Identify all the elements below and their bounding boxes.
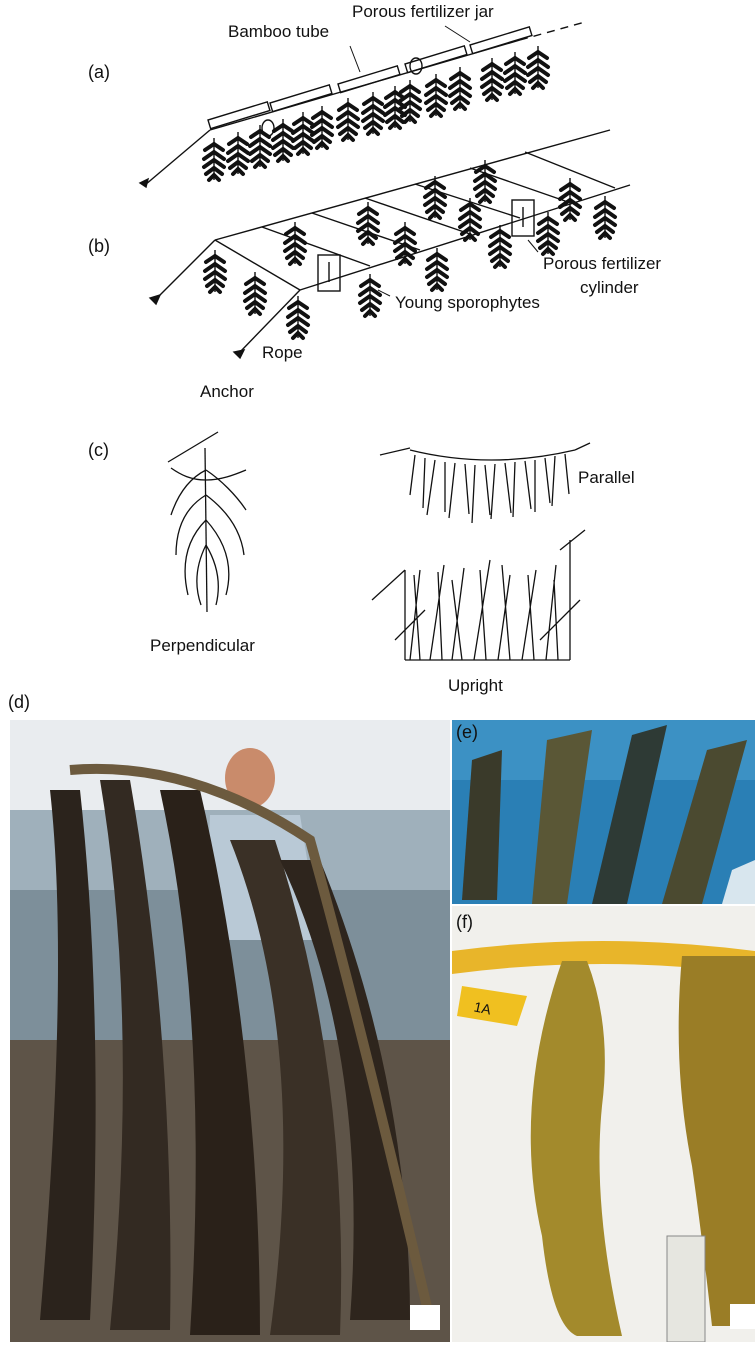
upright-label: Upright <box>448 676 503 696</box>
parallel-label: Parallel <box>578 468 635 488</box>
panel-c-letter: (c) <box>88 440 109 460</box>
kelp-harvest-photo <box>10 720 450 1342</box>
panel-e-letter: (e) <box>456 722 478 743</box>
submerged-kelp-photo: (e) <box>452 720 755 904</box>
bamboo-tube-label: Bamboo tube <box>228 22 329 42</box>
parallel-sketch <box>380 443 590 523</box>
panel-a-letter: (a) <box>88 62 110 82</box>
fertilizer-cylinder-label-2: cylinder <box>580 278 639 298</box>
scale-marker <box>410 1305 440 1330</box>
perpendicular-sketch <box>168 432 246 612</box>
anchor-label: Anchor <box>200 382 254 402</box>
seedlings-a <box>204 46 548 180</box>
scale-marker <box>730 1304 755 1329</box>
culture-methods-diagram <box>0 0 755 700</box>
perpendicular-label: Perpendicular <box>150 636 255 656</box>
kelp-on-rope-photo: (f) 1A <box>452 906 755 1342</box>
upright-sketch <box>372 530 585 660</box>
panel-f-letter: (f) <box>456 912 473 933</box>
panel-d-letter: (d) <box>8 692 30 712</box>
panel-b-letter: (b) <box>88 236 110 256</box>
fertilizer-cylinder-label-1: Porous fertilizer <box>543 254 661 274</box>
young-sporophytes-label: Young sporophytes <box>395 293 540 313</box>
rope-label: Rope <box>262 343 303 363</box>
fertilizer-jar-label: Porous fertilizer jar <box>352 2 494 22</box>
